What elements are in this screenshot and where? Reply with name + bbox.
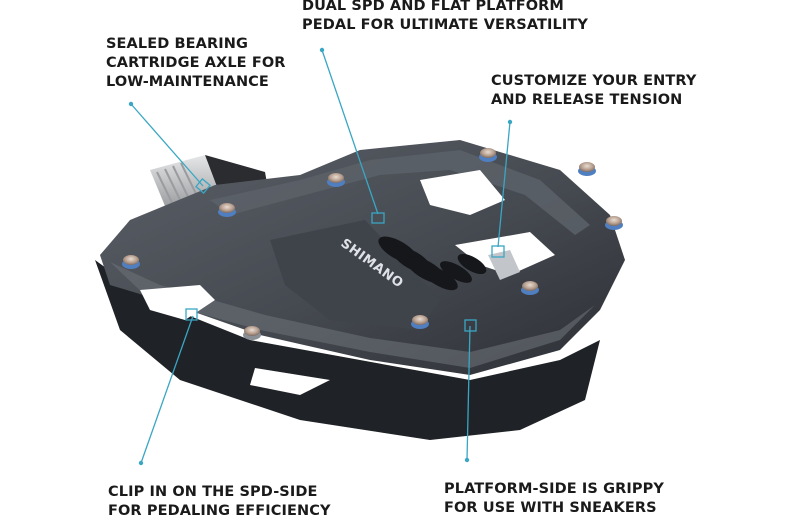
callout-line: PLATFORM-SIDE IS GRIPPY — [444, 481, 664, 497]
spd-tension-spring — [378, 236, 487, 291]
callout-sealed-bearing: SEALED BEARING CARTRIDGE AXLE FOR LOW-MA… — [106, 35, 286, 92]
traction-pins — [122, 148, 623, 340]
callout-line: CLIP IN ON THE SPD-SIDE — [108, 484, 318, 500]
callout-line: PEDAL FOR ULTIMATE VERSATILITY — [302, 17, 588, 33]
leader-lines — [128, 47, 513, 466]
callout-line: FOR USE WITH SNEAKERS — [444, 500, 657, 516]
callout-line: AND RELEASE TENSION — [491, 92, 683, 108]
callout-dual-spd: DUAL SPD AND FLAT PLATFORM PEDAL FOR ULT… — [302, 0, 588, 35]
pedal-cage-underside — [95, 260, 600, 440]
callout-platform-side: PLATFORM-SIDE IS GRIPPY FOR USE WITH SNE… — [444, 480, 664, 518]
callout-line: DUAL SPD AND FLAT PLATFORM — [302, 0, 564, 14]
callout-line: LOW-MAINTENANCE — [106, 74, 269, 90]
callout-line: CARTRIDGE AXLE FOR — [106, 55, 286, 71]
callout-line: SEALED BEARING — [106, 36, 248, 52]
callout-line: FOR PEDALING EFFICIENCY — [108, 503, 331, 519]
callout-spd-side: CLIP IN ON THE SPD-SIDE FOR PEDALING EFF… — [108, 483, 331, 521]
callout-tension: CUSTOMIZE YOUR ENTRY AND RELEASE TENSION — [491, 72, 696, 110]
callout-line: CUSTOMIZE YOUR ENTRY — [491, 73, 697, 89]
